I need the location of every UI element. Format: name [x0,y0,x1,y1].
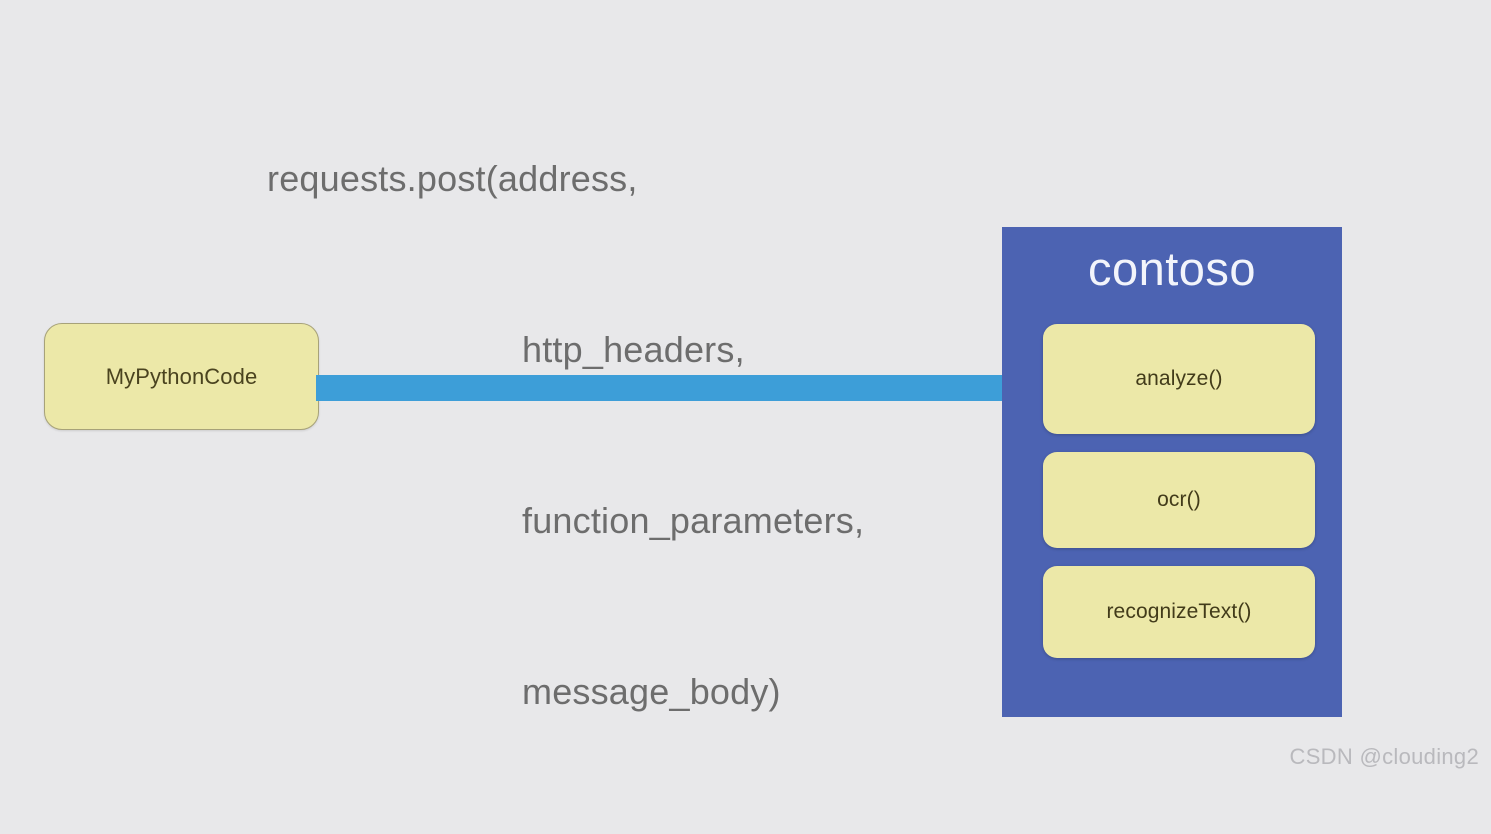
operation-label: ocr() [1157,488,1201,511]
code-line-1: requests.post(address, [267,158,638,199]
operation-label: recognizeText() [1106,600,1252,623]
operation-list: analyze() ocr() recognizeText() [1043,324,1315,676]
code-line-2: http_headers, [522,329,745,370]
diagram-canvas: requests.post(address, http_headers, fun… [44,158,1479,769]
service-panel-contoso: contoso analyze() ocr() recognizeText() [1002,227,1342,717]
request-arrow [316,352,1046,424]
code-line-3: function_parameters, [522,500,865,541]
operation-ocr[interactable]: ocr() [1043,452,1315,548]
operation-recognizetext[interactable]: recognizeText() [1043,566,1315,658]
code-line-4: message_body) [522,671,781,712]
operation-label: analyze() [1135,367,1223,390]
code-snippet: requests.post(address, http_headers, fun… [267,36,864,834]
watermark: CSDN @clouding2 [1289,744,1479,769]
client-node-mypythoncode[interactable]: MyPythonCode [44,323,319,430]
operation-analyze[interactable]: analyze() [1043,324,1315,434]
client-node-label: MyPythonCode [105,363,258,389]
arrow-right-icon [316,358,1046,418]
service-title: contoso [1087,242,1257,295]
